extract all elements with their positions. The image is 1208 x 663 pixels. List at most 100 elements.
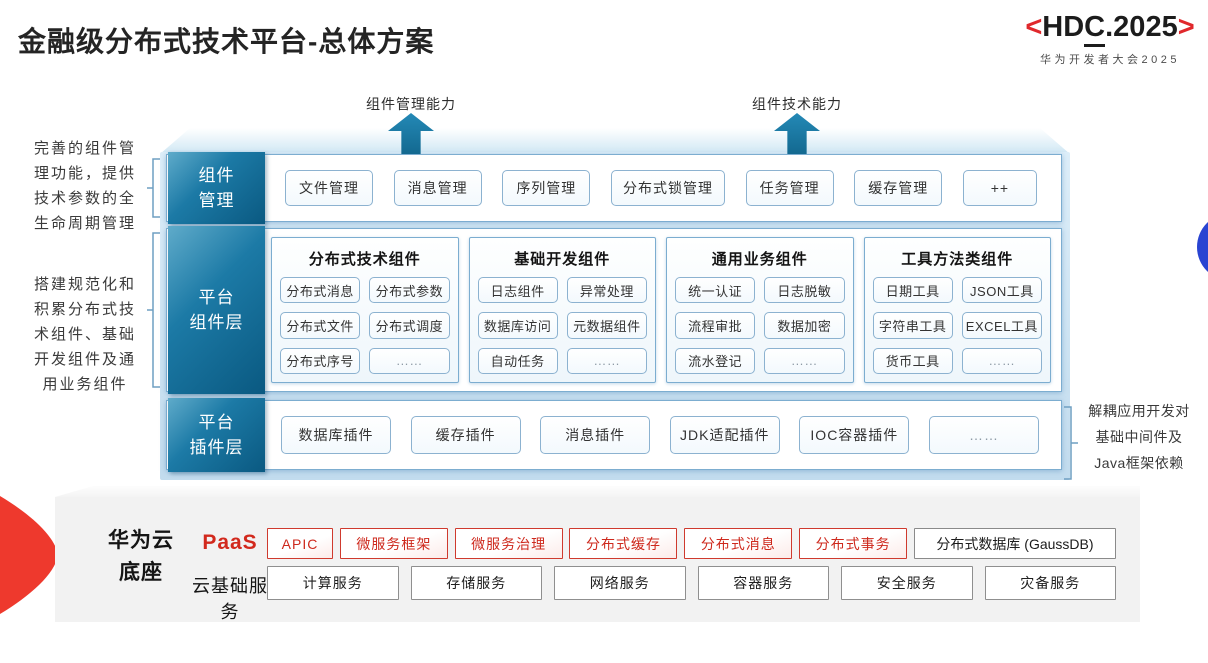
paas-service-chip: 分布式缓存 bbox=[569, 528, 678, 559]
layer-platform-components: 平台 组件层 分布式技术组件 分布式消息 分布式参数 分布式文件 分布式调度 分… bbox=[166, 226, 1062, 394]
note-line: 开发组件及通 bbox=[33, 351, 136, 368]
component-chip: 日期工具 bbox=[872, 277, 953, 304]
column-grid: 分布式消息 分布式参数 分布式文件 分布式调度 分布式序号 …… bbox=[280, 277, 450, 374]
paas-service-chip: 微服务治理 bbox=[454, 528, 563, 559]
plugin-chip-ellipsis: …… bbox=[928, 416, 1039, 454]
column-grid: 日志组件 异常处理 数据库访问 元数据组件 自动任务 …… bbox=[477, 277, 647, 374]
platform-diagram: 组件 管理 文件管理 消息管理 序列管理 分布式锁管理 任务管理 缓存管理 ++… bbox=[160, 126, 1070, 480]
logo-right-angle-icon: > bbox=[1177, 11, 1195, 43]
layer-label-platform-components: 平台 组件层 bbox=[168, 226, 265, 394]
column-header: 工具方法类组件 bbox=[901, 251, 1014, 268]
component-chip: 分布式序号 bbox=[280, 347, 361, 374]
note-decoupling: 解耦应用开发对 基础中间件及 Java框架依赖 bbox=[1076, 398, 1202, 476]
right-bracket-icon bbox=[1064, 406, 1078, 480]
logo-text-c-underlined: C bbox=[1084, 11, 1106, 47]
foundation-label: 华为云 底座 bbox=[93, 525, 189, 589]
paas-label: PaaS bbox=[202, 531, 258, 554]
note-line: 完善的组件管 bbox=[33, 140, 136, 157]
paas-service-chip: APIC bbox=[267, 528, 333, 559]
label-line: 平台 bbox=[198, 413, 235, 432]
note-line: 基础中间件及 bbox=[1095, 429, 1183, 445]
plugin-chip: JDK适配插件 bbox=[669, 416, 780, 454]
diagram-roof-shape bbox=[160, 128, 1070, 154]
component-chip: 流程审批 bbox=[675, 312, 756, 339]
column-header: 基础开发组件 bbox=[514, 251, 611, 268]
component-chip: 数据库访问 bbox=[477, 312, 558, 339]
component-chip: 自动任务 bbox=[477, 347, 558, 374]
logo-subtitle: 华为开发者大会2025 bbox=[1040, 53, 1180, 66]
component-chip: JSON工具 bbox=[961, 277, 1042, 304]
column-header: 分布式技术组件 bbox=[308, 251, 421, 268]
component-chip-ellipsis: …… bbox=[764, 347, 845, 374]
component-chip: 分布式参数 bbox=[369, 277, 450, 304]
label-line: 组件层 bbox=[189, 313, 244, 332]
component-chip-ellipsis: …… bbox=[369, 347, 450, 374]
cloud-service-chip: 计算服务 bbox=[267, 566, 399, 600]
left-bracket-icon bbox=[147, 158, 161, 218]
component-chip: 流水登记 bbox=[675, 347, 756, 374]
component-chip-ellipsis: …… bbox=[566, 347, 647, 374]
note-component-management: 完善的组件管 理功能，提供 技术参数的全 生命周期管理 bbox=[16, 136, 154, 236]
component-chip: 缓存管理 bbox=[854, 170, 943, 206]
column-basic-dev: 基础开发组件 日志组件 异常处理 数据库访问 元数据组件 自动任务 …… bbox=[468, 237, 656, 383]
component-chip: 统一认证 bbox=[675, 277, 756, 304]
label-line: 管理 bbox=[198, 191, 235, 210]
component-chip: 分布式锁管理 bbox=[610, 170, 725, 206]
component-chip: EXCEL工具 bbox=[961, 312, 1042, 339]
plugin-chip: 数据库插件 bbox=[281, 416, 391, 454]
layer-content: 数据库插件 缓存插件 消息插件 JDK适配插件 IOC容器插件 …… bbox=[271, 401, 1061, 469]
component-chip: 日志脱敏 bbox=[764, 277, 845, 304]
component-chip: 分布式文件 bbox=[280, 312, 361, 339]
component-chip: 任务管理 bbox=[745, 170, 834, 206]
layer-label-platform-plugins: 平台 插件层 bbox=[168, 398, 265, 472]
note-line: Java框架依赖 bbox=[1094, 455, 1184, 471]
note-line: 解耦应用开发对 bbox=[1088, 403, 1190, 419]
paas-services-row: APIC 微服务框架 微服务治理 分布式缓存 分布式消息 分布式事务 分布式数据… bbox=[267, 528, 1116, 559]
layer-component-management: 组件 管理 文件管理 消息管理 序列管理 分布式锁管理 任务管理 缓存管理 ++ bbox=[166, 152, 1062, 224]
logo-text-hd: HD bbox=[1042, 11, 1085, 43]
cloud-services-row: 计算服务 存储服务 网络服务 容器服务 安全服务 灾备服务 bbox=[267, 566, 1116, 600]
component-chip: 消息管理 bbox=[393, 170, 482, 206]
component-chip: 数据加密 bbox=[764, 312, 845, 339]
logo-left-angle-icon: < bbox=[1025, 11, 1043, 43]
component-chip: 分布式调度 bbox=[369, 312, 450, 339]
label-line: 底座 bbox=[119, 561, 163, 584]
paas-service-chip: 微服务框架 bbox=[339, 528, 448, 559]
cloud-service-chip: 安全服务 bbox=[841, 566, 973, 600]
cloud-service-chip: 网络服务 bbox=[554, 566, 686, 600]
plugin-chip: 缓存插件 bbox=[410, 416, 521, 454]
note-line: 用业务组件 bbox=[42, 376, 128, 393]
component-chip: 货币工具 bbox=[872, 347, 953, 374]
component-chip: 文件管理 bbox=[285, 170, 373, 206]
label-line: 华为云 bbox=[108, 529, 174, 552]
note-line: 搭建规范化和 bbox=[33, 276, 136, 293]
paas-service-chip: 分布式事务 bbox=[799, 528, 908, 559]
component-chip: 序列管理 bbox=[502, 170, 591, 206]
cloud-basic-services-label: 云基础服务 bbox=[192, 576, 268, 622]
note-line: 积累分布式技 bbox=[33, 301, 136, 318]
plugin-chip: 消息插件 bbox=[540, 416, 651, 454]
cloud-service-chip: 容器服务 bbox=[697, 566, 829, 600]
arrow-label-management-capability: 组件管理能力 bbox=[366, 96, 456, 112]
cloud-service-chip: 存储服务 bbox=[410, 566, 542, 600]
plugin-chip: IOC容器插件 bbox=[799, 416, 910, 454]
note-platform-components: 搭建规范化和 积累分布式技 术组件、基础 开发组件及通 用业务组件 bbox=[16, 272, 154, 397]
component-chip: 异常处理 bbox=[566, 277, 647, 304]
component-chip-ellipsis: …… bbox=[961, 347, 1042, 374]
paas-service-chip: 分布式消息 bbox=[684, 528, 793, 559]
left-bracket-icon bbox=[147, 232, 161, 388]
page-title: 金融级分布式技术平台-总体方案 bbox=[18, 26, 435, 57]
column-utility-tools: 工具方法类组件 日期工具 JSON工具 字符串工具 EXCEL工具 货币工具 …… bbox=[863, 237, 1051, 383]
component-chip: 字符串工具 bbox=[872, 312, 953, 339]
logo-text-year: .2025 bbox=[1105, 11, 1178, 43]
cloud-service-chip: 灾备服务 bbox=[984, 566, 1116, 600]
blue-circle-decoration bbox=[1197, 213, 1208, 281]
huawei-cloud-foundation: 华为云 底座 PaaS APIC 微服务框架 微服务治理 分布式缓存 分布式消息… bbox=[55, 497, 1140, 622]
column-header: 通用业务组件 bbox=[711, 251, 808, 268]
note-line: 技术参数的全 bbox=[33, 190, 136, 207]
note-line: 术组件、基础 bbox=[33, 326, 136, 343]
arrow-label-technical-capability: 组件技术能力 bbox=[752, 96, 842, 112]
label-line: 插件层 bbox=[189, 438, 244, 457]
